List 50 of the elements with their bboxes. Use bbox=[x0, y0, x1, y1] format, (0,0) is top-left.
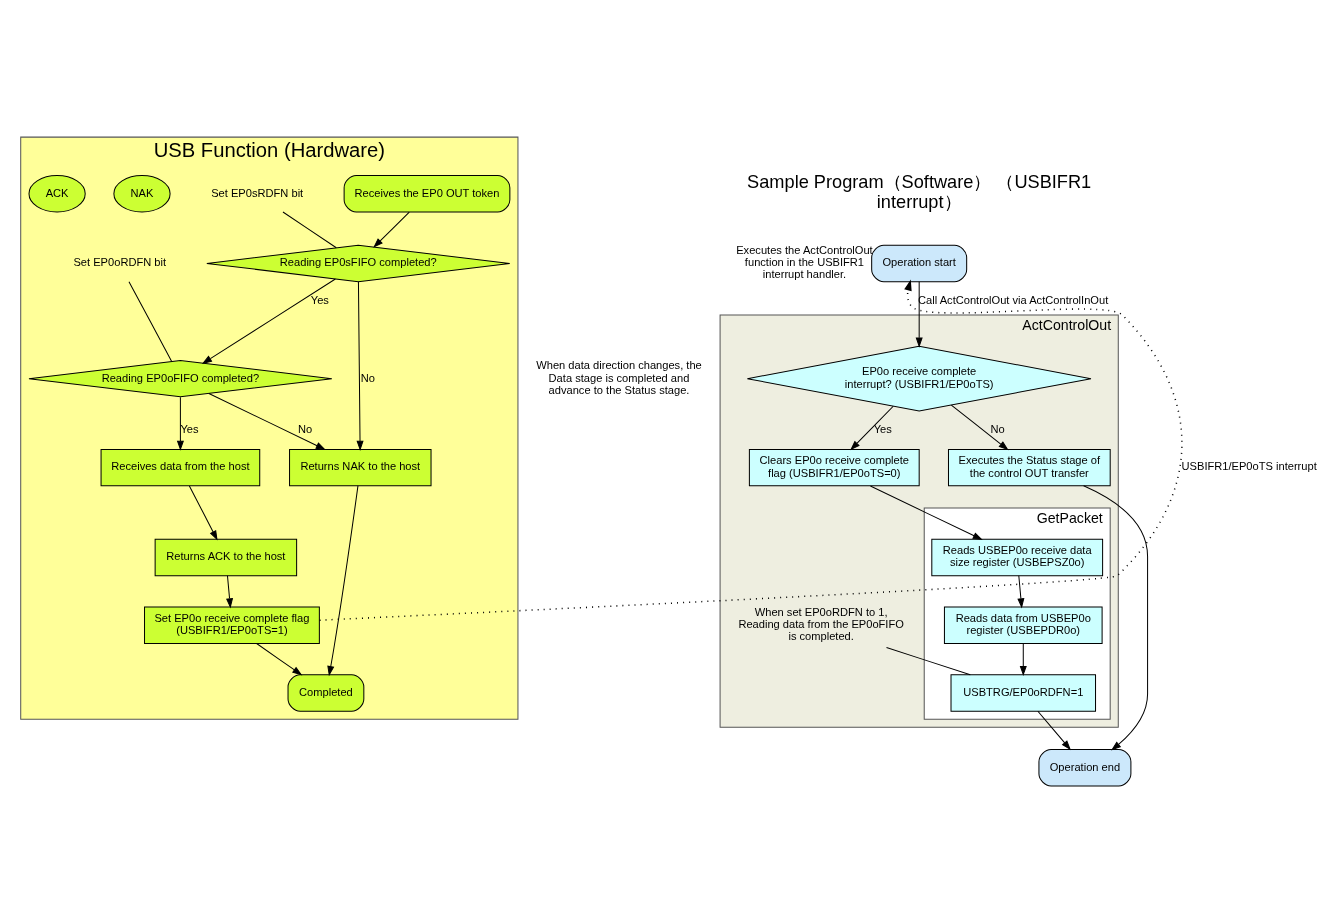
node-box: Set EP0o receive complete flag (USBIFR1/EP0oTS=1) bbox=[144, 606, 320, 644]
arrow bbox=[256, 643, 303, 676]
arrow bbox=[318, 279, 1183, 621]
node-label: Executes the ActControlOut function in the USBIFR1 interrupt handler. bbox=[736, 244, 873, 281]
arrow bbox=[1017, 575, 1025, 609]
arrow bbox=[869, 485, 983, 541]
node-box: Operation end bbox=[1038, 749, 1132, 787]
node-box: Executes the Status stage of the control OUT transfer bbox=[947, 448, 1111, 487]
node-box: USBTRG/EP0oRDFN=1 bbox=[950, 674, 1097, 712]
label: Sample Program（Software） （USBIFR1 interrupt） bbox=[747, 172, 1092, 213]
arrow bbox=[1037, 710, 1071, 751]
node-box: Receives the EP0 OUT token bbox=[343, 175, 511, 213]
arrow bbox=[915, 281, 923, 348]
arrow bbox=[356, 281, 364, 451]
arrow bbox=[327, 485, 359, 677]
connector bbox=[282, 211, 337, 249]
arrow bbox=[1019, 643, 1027, 677]
connector bbox=[886, 647, 971, 676]
arrow bbox=[950, 404, 1009, 451]
node-box: Receives data from the host bbox=[100, 448, 261, 487]
node-diamond: Reading EP0sFIFO completed? bbox=[206, 244, 511, 283]
arrow bbox=[188, 485, 218, 541]
edge-label: USBIFR1/EP0oTS interrupt bbox=[1181, 460, 1317, 473]
node-diamond: EP0o receive complete interrupt? (USBIFR1/EP0oTS) bbox=[746, 345, 1092, 412]
edge-label: No bbox=[360, 371, 375, 384]
arrow bbox=[201, 278, 336, 364]
node-box: Reads data from USBEP0o register (USBEPDR0o) bbox=[943, 606, 1103, 644]
edge-label: No bbox=[298, 423, 313, 436]
edge-label: Yes bbox=[310, 293, 329, 306]
arrow bbox=[208, 392, 326, 450]
node-ellipse: ACK bbox=[28, 175, 86, 213]
node-box: Completed bbox=[287, 674, 365, 712]
edge-label: No bbox=[990, 423, 1005, 436]
label: When data direction changes, the Data stage is completed and advance to the Status stage. bbox=[536, 359, 702, 396]
edge-label: Yes bbox=[180, 423, 199, 436]
arrow bbox=[850, 405, 894, 451]
connector bbox=[128, 281, 173, 362]
node-box: Returns ACK to the host bbox=[154, 538, 298, 577]
arrow bbox=[176, 396, 184, 451]
node-text: Set EP0sRDFN bit bbox=[211, 186, 304, 199]
arrow bbox=[226, 575, 234, 609]
node-text: Set EP0oRDFN bit bbox=[73, 256, 167, 269]
node-ellipse: NAK bbox=[113, 175, 171, 213]
arrow bbox=[373, 211, 410, 248]
node-text: When set EP0oRDFN to 1, Reading data from the EP0oFIFO is completed. bbox=[738, 605, 904, 643]
node-box: Reads USBEP0o receive data size register (USBEPSZ0o) bbox=[931, 538, 1104, 577]
node-box: Clears EP0o receive complete flag (USBIFR1/EP0oTS=0) bbox=[748, 448, 920, 487]
edge-label: Yes bbox=[873, 423, 892, 436]
node-box: Returns NAK to the host bbox=[289, 448, 432, 487]
node-diamond: Reading EP0oFIFO completed? bbox=[28, 359, 333, 398]
